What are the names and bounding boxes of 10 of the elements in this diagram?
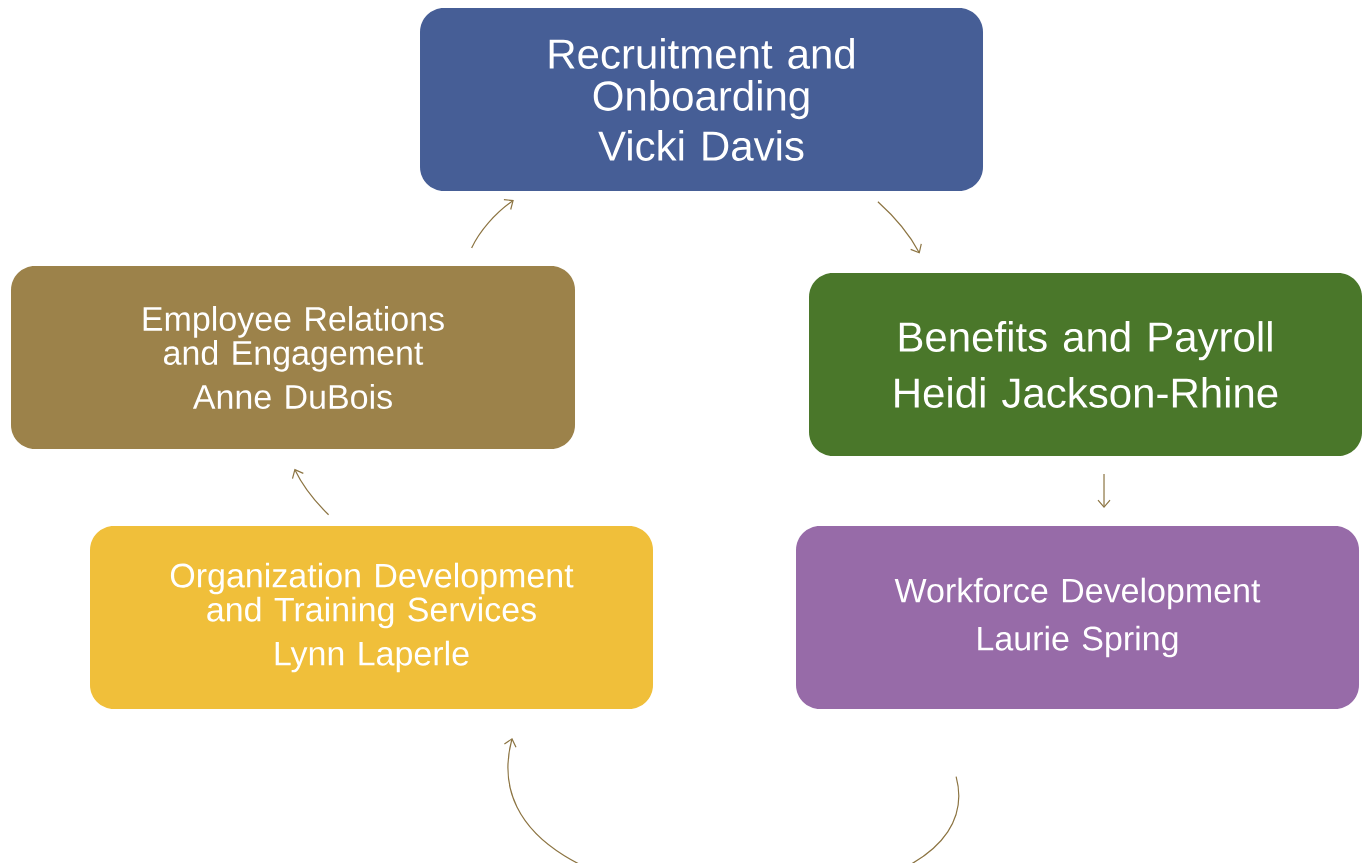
arrow bbox=[503, 738, 957, 863]
arrow bbox=[1097, 473, 1111, 508]
process-box: Workforce Development Laurie Spring bbox=[796, 526, 1359, 709]
process-box: Organization Development and Training Services Lynn Laperle bbox=[90, 526, 653, 709]
process-box: Benefits and Payroll Heidi Jackson-Rhine bbox=[809, 273, 1362, 456]
arrow bbox=[291, 468, 330, 516]
arrow bbox=[471, 199, 514, 249]
process-box: Recruitment and Onboarding Vicki Davis bbox=[420, 8, 983, 191]
arrow bbox=[877, 201, 922, 254]
process-box: Employee Relations and Engagement Anne DuBois bbox=[11, 266, 575, 449]
